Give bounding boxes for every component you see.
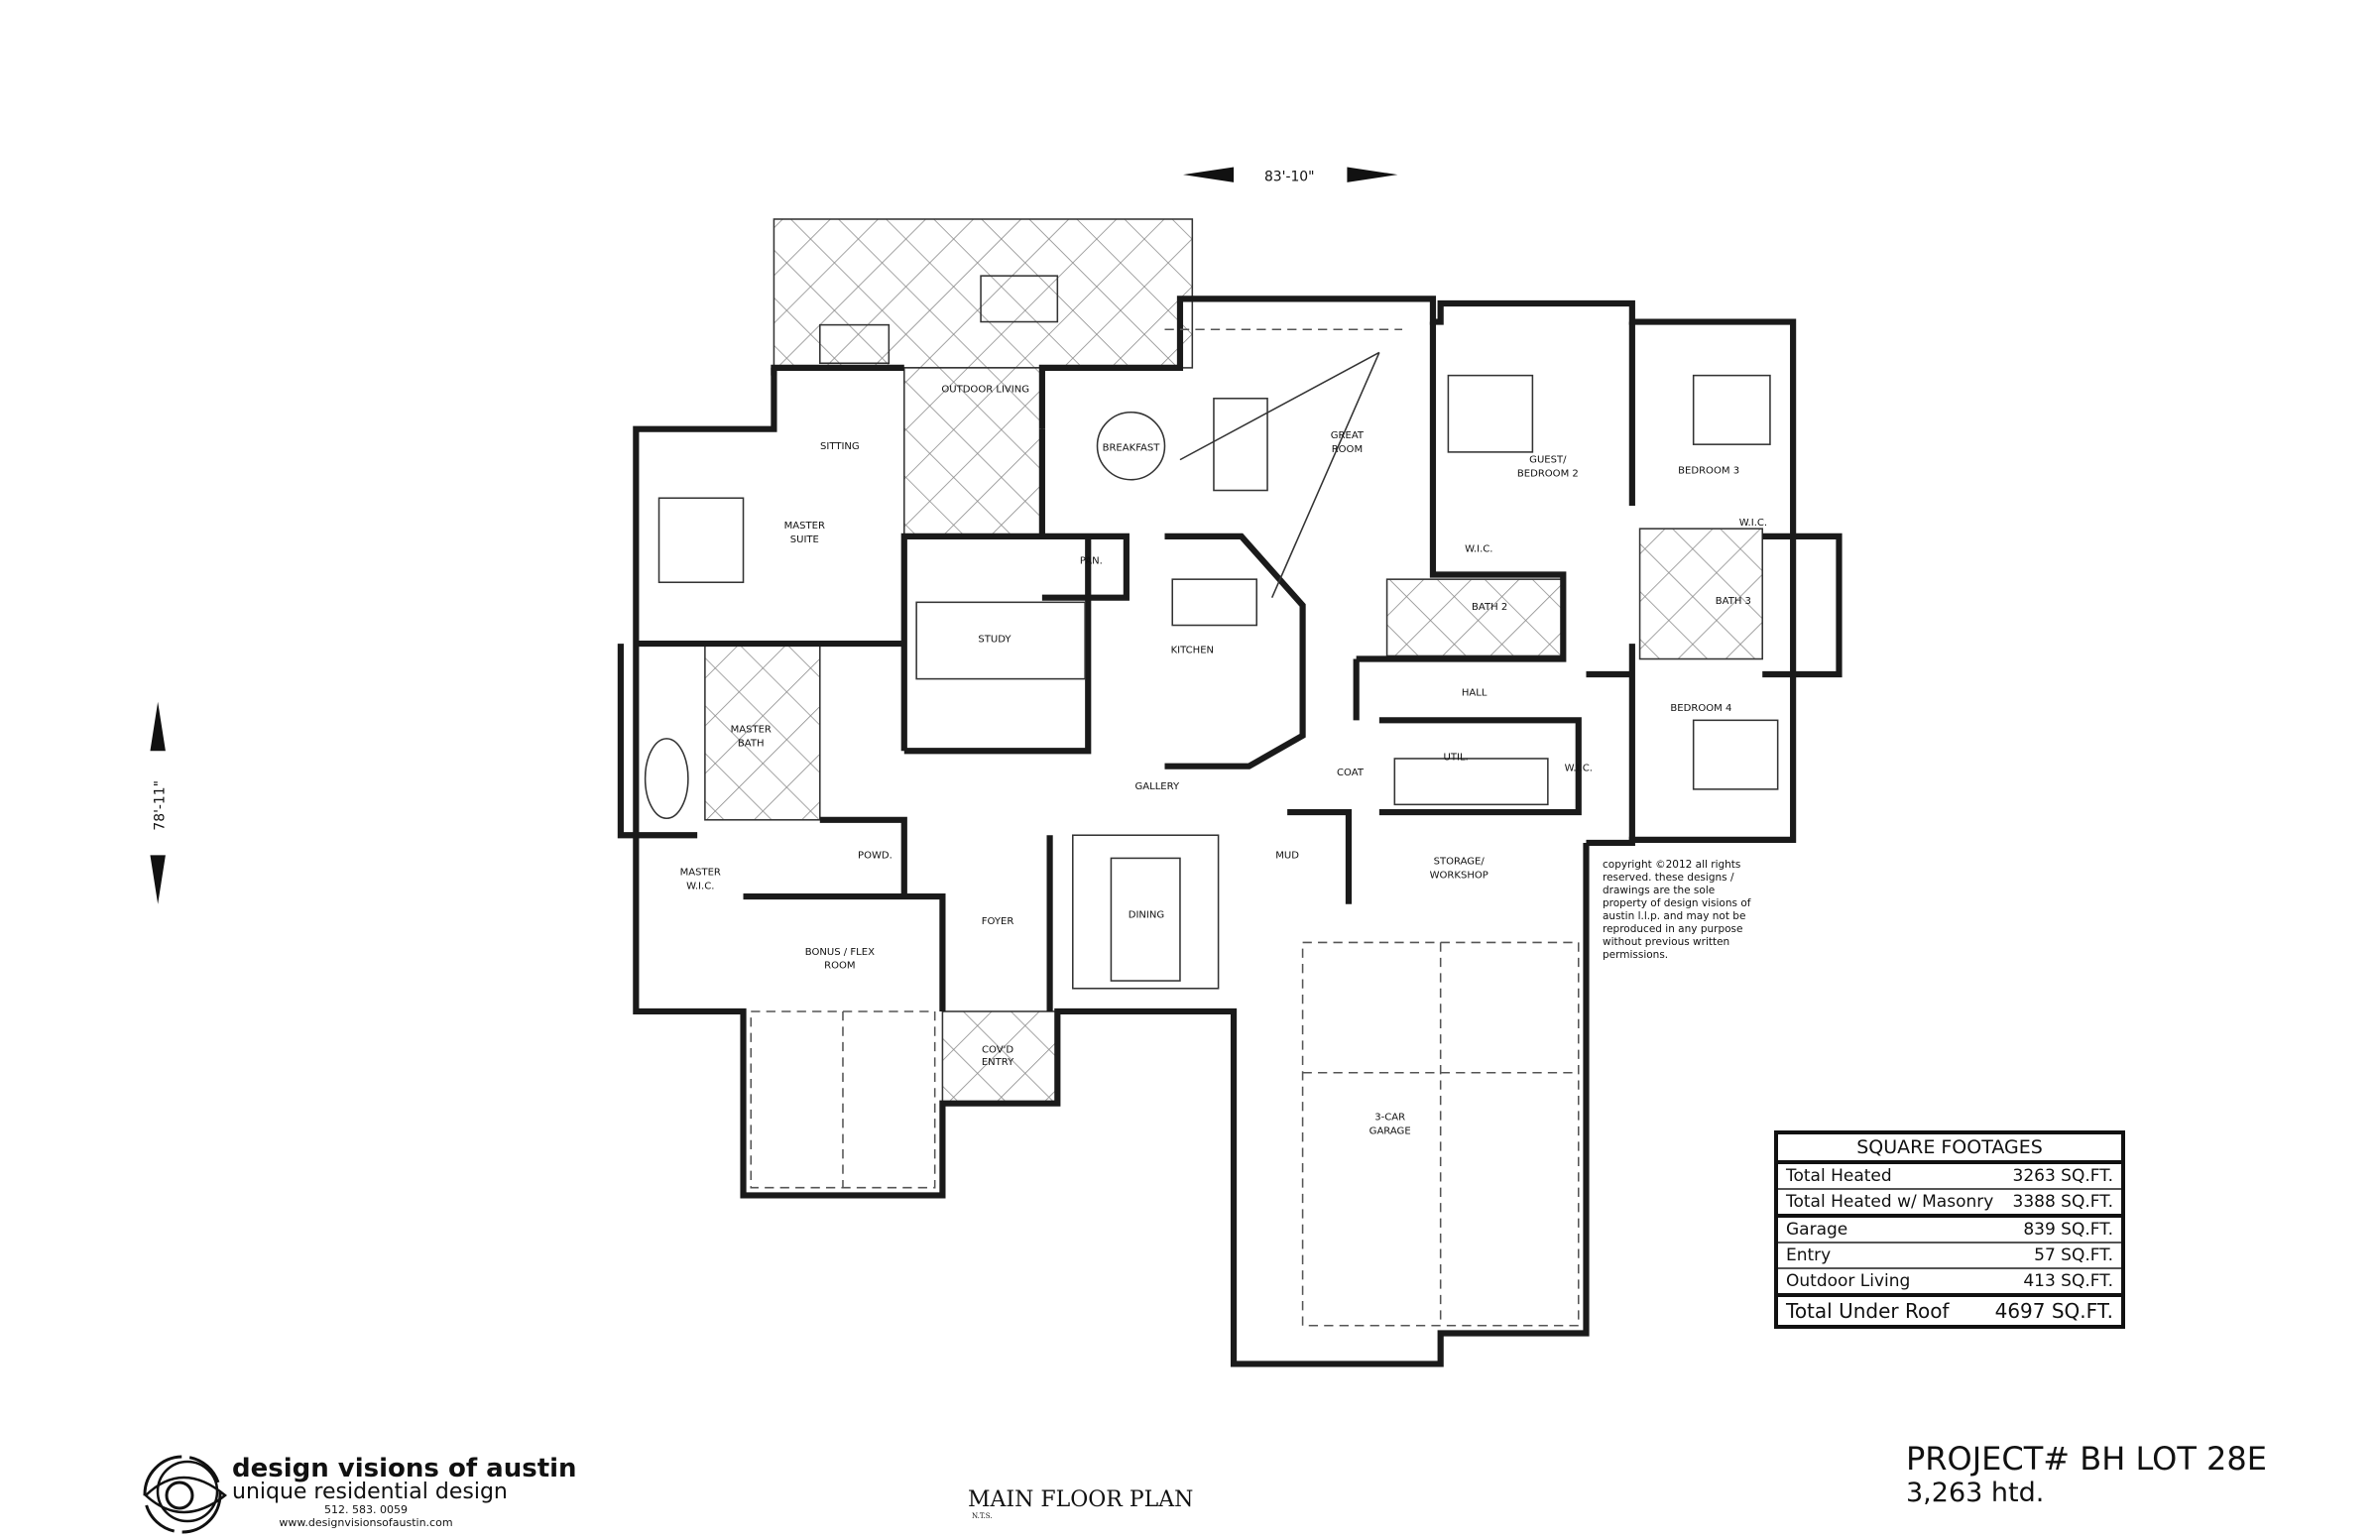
table-title: SQUARE FOOTAGES bbox=[1778, 1134, 2121, 1164]
row-label: Garage bbox=[1786, 1220, 1848, 1240]
logo-phone: 512. 583. 0059 bbox=[324, 1503, 408, 1516]
room-mud: MUD bbox=[1275, 850, 1299, 861]
room-bedroom3: BEDROOM 3 bbox=[1678, 466, 1739, 477]
logo-name: design visions of austin bbox=[232, 1454, 577, 1483]
room-master-bath: MASTER bbox=[731, 725, 772, 736]
room-pantry: PAN. bbox=[1080, 556, 1103, 567]
room-bedroom4: BEDROOM 4 bbox=[1670, 703, 1731, 714]
bath2-floor bbox=[1385, 578, 1565, 657]
room-master-suite-2: SUITE bbox=[790, 534, 819, 545]
title-main: MAIN FLOOR PLAN bbox=[968, 1487, 1194, 1512]
room-wic-guest: W.I.C. bbox=[1465, 543, 1492, 554]
svg-text:78'-11": 78'-11" bbox=[152, 780, 168, 831]
bath3-floor bbox=[1638, 528, 1763, 660]
copyright-notice: copyright ©2012 all rights reserved. the… bbox=[1603, 859, 1751, 961]
room-storage-2: WORKSHOP bbox=[1430, 871, 1488, 882]
table-row: Entry 57 SQ.FT. bbox=[1778, 1244, 2121, 1269]
master-bath-floor bbox=[704, 643, 821, 821]
room-breakfast: BREAKFAST bbox=[1103, 442, 1161, 453]
room-labels: OUTDOOR LIVING SITTING BREAKFAST GREAT R… bbox=[680, 385, 1768, 1137]
row-value: 4697 SQ.FT. bbox=[1994, 1299, 2113, 1323]
row-value: 413 SQ.FT. bbox=[2023, 1271, 2113, 1291]
row-label: Total Heated w/ Masonry bbox=[1786, 1192, 1994, 1212]
room-storage: STORAGE/ bbox=[1434, 857, 1486, 868]
furniture bbox=[644, 275, 1779, 990]
svg-text:83'-10": 83'-10" bbox=[1264, 169, 1315, 184]
row-value: 839 SQ.FT. bbox=[2023, 1220, 2113, 1240]
table-row: Total Heated w/ Masonry 3388 SQ.FT. bbox=[1778, 1190, 2121, 1218]
room-outdoor-living: OUTDOOR LIVING bbox=[941, 385, 1029, 396]
outdoor-living-area bbox=[903, 367, 1043, 537]
row-label: Total Heated bbox=[1786, 1166, 1892, 1186]
room-garage: 3-CAR bbox=[1374, 1113, 1405, 1124]
room-powder: POWD. bbox=[858, 850, 892, 861]
table-row: Total Heated 3263 SQ.FT. bbox=[1778, 1164, 2121, 1190]
room-foyer: FOYER bbox=[982, 916, 1014, 927]
row-value: 3263 SQ.FT. bbox=[2012, 1166, 2114, 1186]
patio bbox=[773, 218, 1194, 369]
room-garage-2: GARAGE bbox=[1369, 1126, 1411, 1137]
room-master-wic: MASTER bbox=[680, 867, 721, 878]
table-row: Total Under Roof 4697 SQ.FT. bbox=[1778, 1297, 2121, 1325]
room-coat: COAT bbox=[1337, 768, 1365, 778]
room-bath3: BATH 3 bbox=[1716, 596, 1751, 607]
room-sitting: SITTING bbox=[820, 441, 860, 452]
room-wic-bed3: W.I.C. bbox=[1739, 518, 1767, 529]
room-master-wic-2: W.I.C. bbox=[686, 881, 714, 891]
room-gallery: GALLERY bbox=[1134, 781, 1179, 792]
project-number: PROJECT# BH LOT 28E bbox=[1906, 1440, 2267, 1478]
room-util: UTIL. bbox=[1444, 753, 1469, 764]
logo-tagline: unique residential design bbox=[232, 1480, 508, 1504]
room-covd-entry-2: ENTRY bbox=[982, 1057, 1014, 1068]
room-great-room-2: ROOM bbox=[1332, 444, 1363, 455]
room-covd-entry: COV'D bbox=[982, 1045, 1013, 1056]
width-dimension: 83'-10" bbox=[1183, 167, 1398, 184]
project-info: PROJECT# BH LOT 28E 3,263 htd. bbox=[1906, 1440, 2267, 1508]
depth-dimension: 78'-11" bbox=[150, 701, 168, 904]
room-master-bath-2: BATH bbox=[738, 739, 765, 750]
bonus-garage-bay bbox=[750, 1010, 936, 1189]
title-scale: N.T.S. bbox=[972, 1512, 993, 1520]
eye-logo-icon bbox=[143, 1455, 227, 1534]
drawing-title: MAIN FLOOR PLAN N.T.S. bbox=[968, 1487, 1193, 1520]
room-bath2: BATH 2 bbox=[1472, 602, 1507, 613]
room-guest-bedroom-2: BEDROOM 2 bbox=[1517, 469, 1579, 480]
room-master-suite: MASTER bbox=[784, 521, 825, 532]
room-study: STUDY bbox=[978, 635, 1012, 646]
room-dining: DINING bbox=[1129, 910, 1164, 921]
room-guest-bedroom: GUEST/ bbox=[1529, 455, 1567, 466]
row-label: Entry bbox=[1786, 1245, 1832, 1265]
row-value: 57 SQ.FT. bbox=[2034, 1245, 2113, 1265]
room-bonus: BONUS / FLEX bbox=[805, 947, 875, 958]
room-wic-bed4: W.I.C. bbox=[1565, 763, 1593, 773]
logo-website: www.designvisionsofaustin.com bbox=[279, 1516, 453, 1529]
project-heated: 3,263 htd. bbox=[1906, 1478, 2045, 1508]
room-hall: HALL bbox=[1462, 688, 1488, 699]
row-value: 3388 SQ.FT. bbox=[2012, 1192, 2114, 1212]
table-row: Garage 839 SQ.FT. bbox=[1778, 1218, 2121, 1244]
walls bbox=[617, 296, 1843, 1367]
room-bonus-2: ROOM bbox=[824, 961, 855, 972]
row-label: Outdoor Living bbox=[1786, 1271, 1911, 1291]
row-label: Total Under Roof bbox=[1786, 1299, 1950, 1323]
room-kitchen: KITCHEN bbox=[1171, 645, 1214, 655]
room-great-room: GREAT bbox=[1331, 430, 1365, 441]
table-row: Outdoor Living 413 SQ.FT. bbox=[1778, 1269, 2121, 1297]
